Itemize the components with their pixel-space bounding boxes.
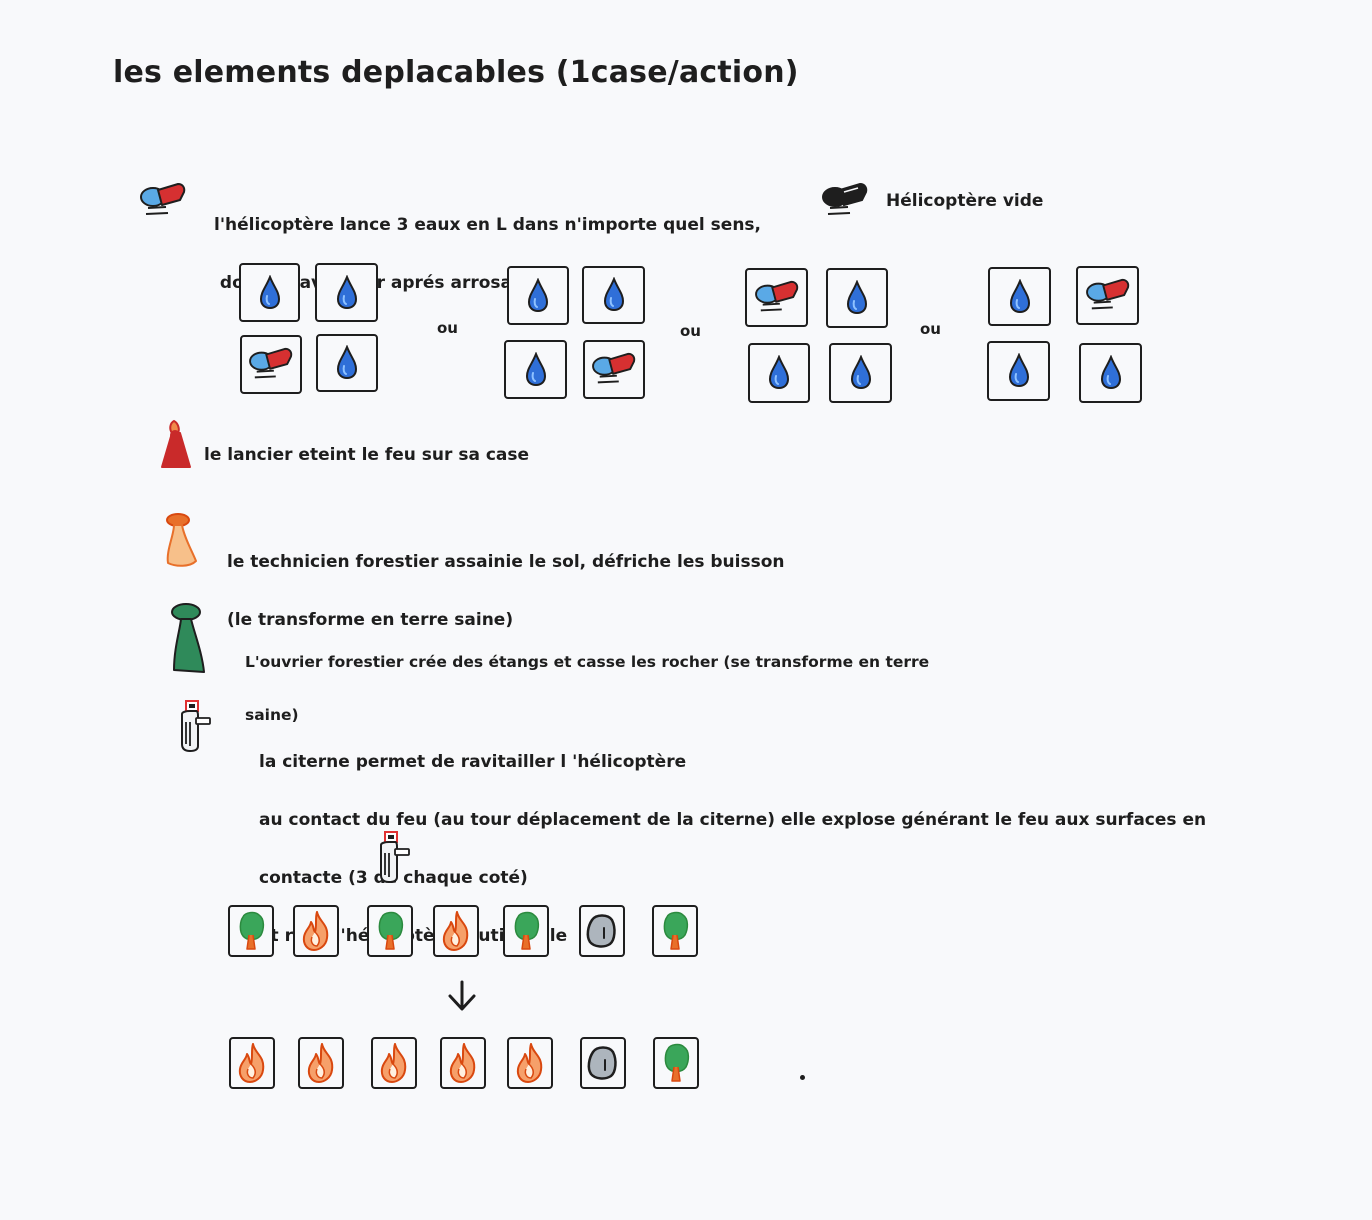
lancier-pawn-icon (161, 419, 191, 468)
tree-tile (228, 905, 274, 957)
tree-icon (663, 911, 689, 950)
technicien-pawn-icon (166, 513, 197, 567)
helicopter-text-line1: l'hélicoptère lance 3 eaux en L dans n'i… (214, 215, 762, 235)
tree-icon (378, 911, 404, 950)
empty-helicopter-icon (822, 182, 868, 215)
fire-tile (433, 905, 479, 957)
citerne-icon (380, 831, 410, 883)
tree-icon (514, 911, 540, 950)
fire-icon (238, 1043, 265, 1083)
or-label: ou (680, 322, 701, 340)
helicopter-tile (745, 268, 808, 327)
helicopter-tile (240, 335, 302, 394)
fire-tile (507, 1037, 553, 1089)
technicien-text-line2: (le transforme en terre saine) (227, 610, 514, 630)
tree-tile (503, 905, 549, 957)
rock-icon (587, 1046, 617, 1080)
water-tile (507, 266, 569, 325)
tree-tile (652, 905, 698, 957)
empty-helicopter-label: Hélicoptère vide (886, 191, 1044, 211)
ouvrier-description: L'ouvrier forestier crée des étangs et c… (245, 620, 929, 742)
ouvrier-text-line1: L'ouvrier forestier crée des étangs et c… (245, 653, 930, 671)
water-tile (504, 340, 567, 399)
citerne-text-line1: la citerne permet de ravitailler l 'héli… (259, 752, 687, 772)
fire-tile (293, 905, 339, 957)
stray-dot (800, 1075, 805, 1080)
water-tile (826, 268, 888, 328)
fire-tile (440, 1037, 486, 1089)
fire-tile (298, 1037, 344, 1089)
fire-icon (516, 1043, 543, 1083)
fire-icon (380, 1043, 407, 1083)
fire-tile (229, 1037, 275, 1089)
fire-icon (302, 911, 329, 951)
citerne-text-line2: au contact du feu (au tour déplacement d… (259, 810, 1207, 830)
water-tile (1079, 343, 1142, 403)
arrow-down-icon (448, 980, 476, 1011)
citerne-icon (181, 700, 211, 752)
fire-icon (307, 1043, 334, 1083)
page-title: les elements deplacables (1case/action) (113, 55, 799, 90)
lancier-description: le lancier eteint le feu sur sa case (204, 445, 530, 465)
rock-icon (586, 914, 616, 948)
water-tile (315, 263, 378, 322)
helicopter-tile (1076, 266, 1139, 325)
helicopter-icon (140, 183, 186, 215)
water-tile (988, 267, 1051, 326)
technicien-text-line1: le technicien forestier assainie le sol,… (227, 552, 785, 572)
ouvrier-pawn-icon (171, 603, 205, 673)
water-tile (582, 266, 645, 324)
ouvrier-text-line2: saine) (245, 706, 299, 724)
tree-icon (664, 1043, 690, 1082)
water-tile (748, 343, 810, 403)
rock-tile (579, 905, 625, 957)
or-label: ou (437, 319, 458, 337)
water-tile (987, 341, 1050, 401)
tree-icon (239, 911, 265, 950)
technicien-description: le technicien forestier assainie le sol,… (227, 516, 785, 649)
fire-icon (442, 911, 469, 951)
helicopter-tile (583, 340, 645, 399)
fire-icon (449, 1043, 476, 1083)
water-tile (829, 343, 892, 403)
fire-tile (371, 1037, 417, 1089)
water-tile (239, 263, 300, 322)
or-label: ou (920, 320, 941, 338)
tree-tile (367, 905, 413, 957)
tree-tile (653, 1037, 699, 1089)
water-tile (316, 334, 378, 392)
rock-tile (580, 1037, 626, 1089)
